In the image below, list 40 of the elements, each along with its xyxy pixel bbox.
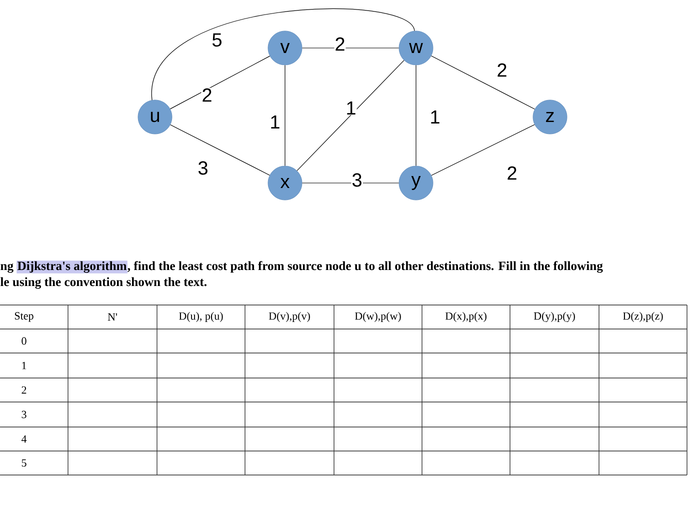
table-cell-text: D(u), p(u) — [179, 312, 223, 322]
edge-weight: 2 — [506, 166, 518, 180]
table-cell-text: 3 — [22, 410, 26, 418]
table-cell-text: D(x),p(x) — [445, 312, 486, 322]
table-cell-text: 1 — [22, 362, 26, 370]
graph-node: v — [268, 30, 302, 66]
edge-weight: 2 — [334, 36, 346, 52]
edge-line — [296, 60, 404, 171]
instruction-text: le using the convention shown the text. — [0, 277, 206, 289]
table-cell-text: 2 — [22, 386, 26, 394]
edge-weight: 2 — [496, 62, 508, 78]
edge-line — [152, 8, 415, 100]
edge-line — [170, 124, 270, 176]
graph-node: u — [138, 100, 172, 134]
edge-weight: 3 — [197, 160, 209, 176]
edge-line — [284, 64, 286, 166]
edge-line — [431, 56, 536, 110]
edge-line — [170, 56, 270, 110]
edge-line — [431, 124, 535, 176]
edge-line — [302, 182, 400, 184]
table-cell-text: D(y),p(y) — [534, 312, 575, 322]
graph-node: x — [268, 166, 302, 200]
graph-node: z — [532, 100, 568, 134]
table-cell-text: D(w),p(w) — [354, 312, 401, 322]
edge-weight: 5 — [211, 32, 223, 48]
table-cell-text: D(v),p(v) — [268, 312, 310, 322]
graph-node: y — [398, 166, 434, 200]
edge-weight: 3 — [351, 172, 363, 188]
table-cell-text: N' — [108, 313, 117, 321]
table-cell-text: D(z),p(z) — [623, 312, 663, 322]
table-cell-text: 0 — [22, 337, 26, 345]
edge-weight: 1 — [269, 114, 281, 130]
table-cell-text: 5 — [22, 459, 26, 467]
edge-weight: 1 — [345, 100, 357, 116]
edge-weight: 2 — [201, 88, 213, 102]
table-cell-text: 4 — [21, 435, 27, 443]
graph-node: w — [398, 30, 434, 66]
instruction-text: ng Dijkstra's algorithm, find the least cost path from source node u to all other destinations. Fill in the following — [0, 260, 603, 274]
table-cell-text: Step — [14, 312, 34, 322]
edge-weight: 1 — [429, 110, 441, 124]
